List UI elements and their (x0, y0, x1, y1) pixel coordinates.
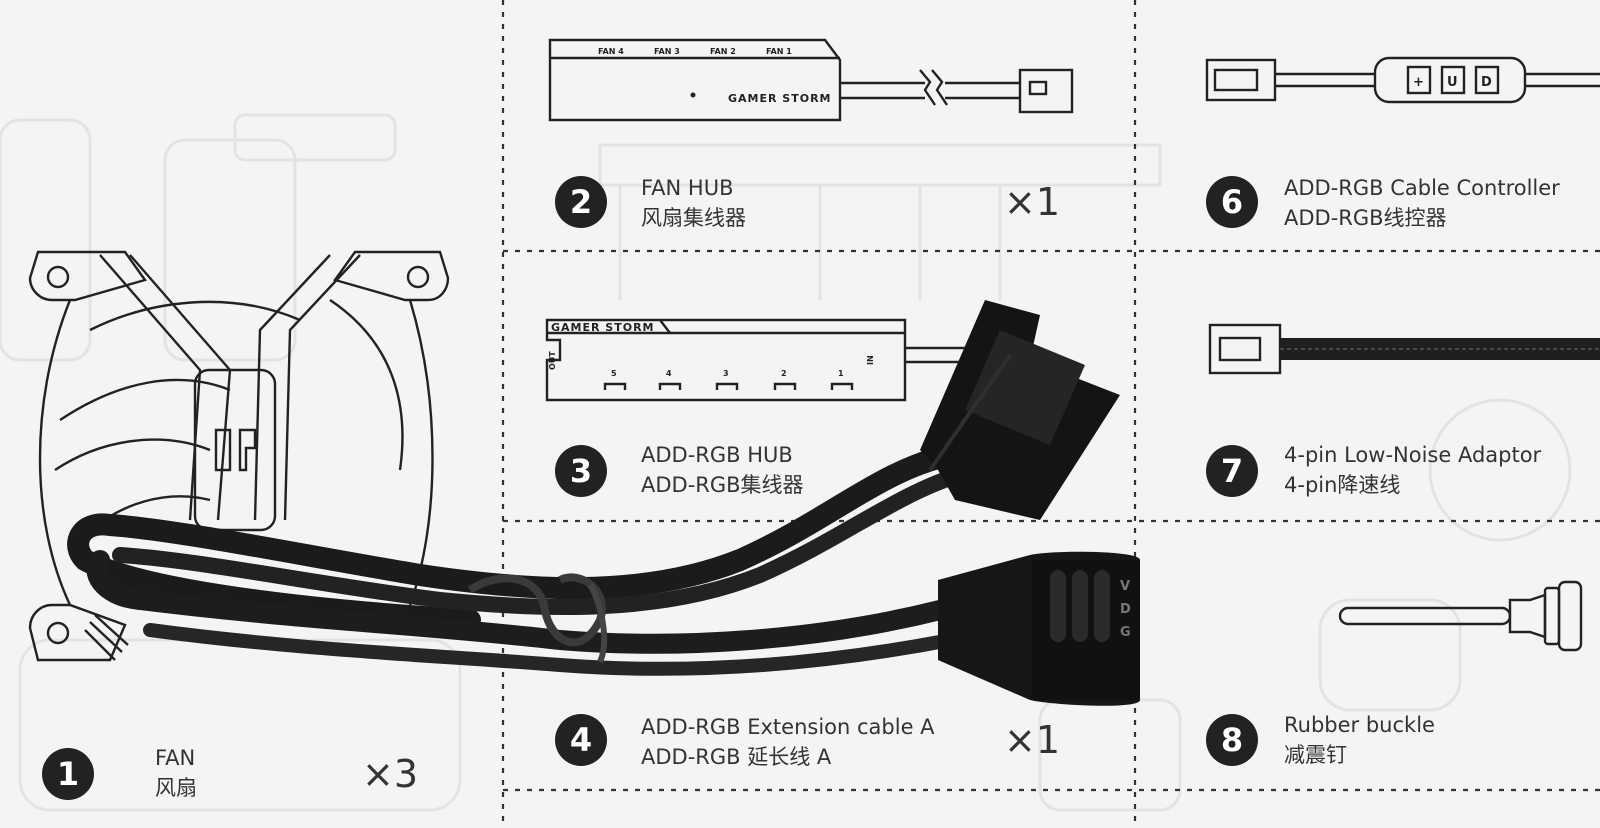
rubber-buckle-name-zh: 减震钉 (1284, 743, 1347, 767)
extension-cable-quantity: ×1 (1004, 718, 1061, 762)
extension-cable-name-zh: ADD-RGB 延长线 A (641, 745, 832, 769)
fan-hub-name-en: FAN HUB (641, 176, 734, 200)
cable-controller-name-en: ADD-RGB Cable Controller (1284, 176, 1560, 200)
addrgb-hub-port-label: 4 (666, 369, 672, 378)
fan-name-zh: 风扇 (155, 776, 197, 800)
addrgb-hub-illustration: GAMER STORM OUT IN 5 4 3 2 1 (545, 318, 991, 402)
addrgb-hub-item-number: 3 (555, 445, 607, 497)
fan-label: FAN 风扇 (155, 743, 197, 803)
low-noise-adaptor-name-en: 4-pin Low-Noise Adaptor (1284, 443, 1542, 467)
fan-hub-port-label: FAN 2 (710, 47, 736, 56)
addrgb-hub-name-zh: ADD-RGB集线器 (641, 473, 804, 497)
addrgb-hub-port-label: 1 (838, 369, 844, 378)
fan-hub-port-label: FAN 1 (766, 47, 792, 56)
fan-hub-port-label: FAN 4 (598, 47, 624, 56)
addrgb-hub-label: ADD-RGB HUB ADD-RGB集线器 (641, 440, 804, 500)
addrgb-hub-port-label: 2 (781, 369, 787, 378)
fan-hub-item-number: 2 (555, 176, 607, 228)
rubber-buckle-label: Rubber buckle 减震钉 (1284, 710, 1435, 770)
extension-cable-label: ADD-RGB Extension cable A ADD-RGB 延长线 A (641, 712, 935, 772)
low-noise-adaptor-illustration (1208, 323, 1600, 375)
addrgb-hub-port-label: 5 (611, 369, 617, 378)
extension-cable-photo: V D G (67, 300, 1140, 706)
fan-quantity: ×3 (362, 752, 419, 796)
cable-controller-item-number: 6 (1206, 176, 1258, 228)
fan-hub-port-label: FAN 3 (654, 47, 680, 56)
connector-pin-label: V (1120, 579, 1130, 594)
cable-controller-illustration: + U D (1205, 56, 1600, 104)
addrgb-hub-out-label: OUT (548, 351, 557, 370)
rubber-buckle-illustration (1338, 580, 1583, 652)
extension-cable-item-number: 4 (555, 714, 607, 766)
fan-item-number: 1 (42, 748, 94, 800)
addrgb-hub-brand: GAMER STORM (551, 321, 655, 334)
controller-up-button-label: U (1447, 75, 1458, 90)
fan-hub-quantity: ×1 (1004, 180, 1061, 224)
controller-plus-button-label: + (1413, 75, 1424, 90)
addrgb-hub-port-label: 3 (723, 369, 729, 378)
controller-down-button-label: D (1481, 75, 1492, 90)
addrgb-hub-in-label: IN (866, 355, 875, 365)
connector-pin-label: G (1120, 625, 1131, 640)
low-noise-adaptor-label: 4-pin Low-Noise Adaptor 4-pin降速线 (1284, 440, 1541, 500)
low-noise-adaptor-item-number: 7 (1206, 445, 1258, 497)
extension-cable-name-en: ADD-RGB Extension cable A (641, 715, 935, 739)
fan-illustration (28, 250, 450, 662)
low-noise-adaptor-name-zh: 4-pin降速线 (1284, 473, 1401, 497)
dashed-grid (501, 0, 1600, 828)
connector-pin-label: D (1120, 602, 1131, 617)
fan-hub-brand: GAMER STORM (728, 92, 832, 105)
cable-controller-label: ADD-RGB Cable Controller ADD-RGB线控器 (1284, 173, 1560, 233)
fan-hub-label: FAN HUB 风扇集线器 (641, 173, 746, 233)
fan-hub-name-zh: 风扇集线器 (641, 206, 746, 230)
cable-controller-name-zh: ADD-RGB线控器 (1284, 206, 1447, 230)
fan-name-en: FAN (155, 746, 196, 770)
rubber-buckle-name-en: Rubber buckle (1284, 713, 1435, 737)
addrgb-hub-name-en: ADD-RGB HUB (641, 443, 793, 467)
fan-hub-illustration: FAN 4 FAN 3 FAN 2 FAN 1 GAMER STORM (548, 38, 1074, 122)
rubber-buckle-item-number: 8 (1206, 714, 1258, 766)
